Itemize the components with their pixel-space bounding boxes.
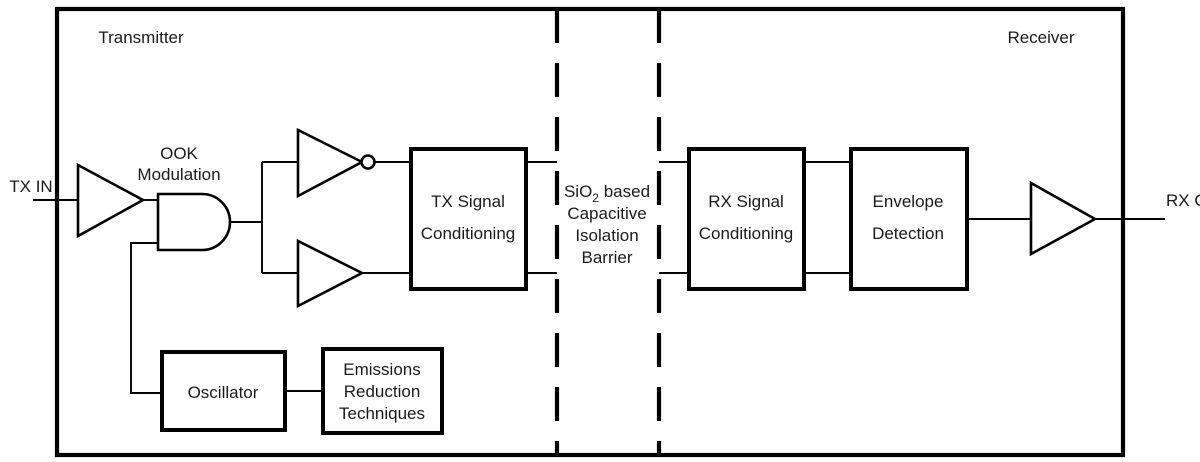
buffer-icon xyxy=(296,238,365,309)
barrier-label-line2: Capacitive xyxy=(567,204,646,223)
ook-modulation-label-line2: Modulation xyxy=(137,165,220,184)
barrier-label-line3: Isolation xyxy=(575,226,638,245)
block-emissions-reduction-techniques[interactable] xyxy=(321,347,444,435)
tx-signal-conditioning-label-line1: TX Signal xyxy=(431,192,505,211)
tx-signal-conditioning-label-line2: Conditioning xyxy=(421,224,516,243)
rx-signal-conditioning-label-line2: Conditioning xyxy=(699,224,794,243)
emissions-reduction-label-line1: Emissions xyxy=(343,360,420,379)
receiver-label: Receiver xyxy=(1007,28,1074,47)
oscillator-label: Oscillator xyxy=(188,383,259,402)
barrier-subscript-2: 2 xyxy=(592,191,599,205)
input-buffer-icon xyxy=(76,162,146,239)
rx-signal-conditioning-label-line1: RX Signal xyxy=(708,192,784,211)
envelope-detection-label-line1: Envelope xyxy=(873,192,944,211)
barrier-label-line4: Barrier xyxy=(581,248,632,267)
block-oscillator[interactable] xyxy=(160,350,287,432)
barrier-label-line1: SiO2 based xyxy=(564,182,650,205)
outer-enclosure xyxy=(54,6,1126,458)
emissions-reduction-label-line2: Reduction xyxy=(344,382,421,401)
and-gate-icon xyxy=(156,192,232,252)
output-buffer-icon xyxy=(1029,180,1098,257)
inverter-bubble-icon xyxy=(360,154,376,170)
block-envelope-detection[interactable] xyxy=(849,147,969,291)
wire-oscillator-feedback xyxy=(130,242,162,394)
block-rx-signal-conditioning[interactable] xyxy=(687,147,806,291)
inverter-icon xyxy=(296,127,365,199)
barrier-sio-text: SiO xyxy=(564,182,592,201)
emissions-reduction-label-line3: Techniques xyxy=(339,404,425,423)
tx-in-label: TX IN xyxy=(9,177,52,196)
block-tx-signal-conditioning[interactable] xyxy=(409,147,528,291)
ook-modulation-label-line1: OOK xyxy=(160,144,198,163)
rx-out-label: RX OUT xyxy=(1166,191,1200,210)
transmitter-label: Transmitter xyxy=(98,28,184,47)
barrier-based-text: based xyxy=(599,182,650,201)
envelope-detection-label-line2: Detection xyxy=(872,224,944,243)
